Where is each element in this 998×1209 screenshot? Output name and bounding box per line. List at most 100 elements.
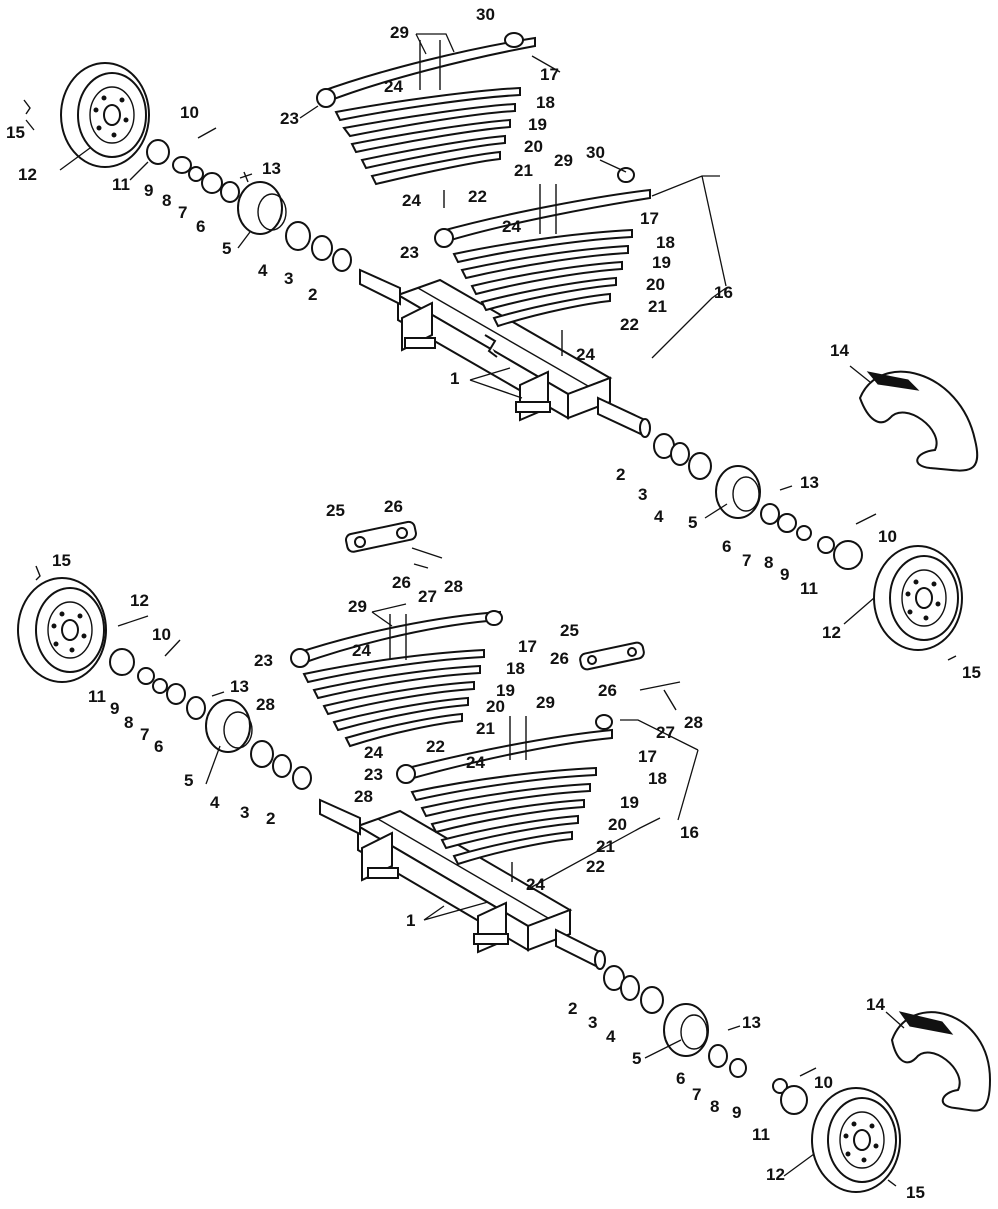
washer-upper-right (796, 525, 812, 541)
callout-26d: 26 (598, 681, 617, 700)
callout-28b: 28 (256, 695, 275, 714)
callout-9: 9 (144, 181, 153, 200)
callout-1: 1 (450, 369, 459, 388)
callout-29c: 29 (348, 597, 367, 616)
callout-10: 10 (180, 103, 199, 122)
hub-upper-right (715, 465, 761, 519)
hub-cap-upper-left (146, 139, 170, 165)
callout-20b: 20 (646, 275, 665, 294)
nut-lower-right (772, 1078, 788, 1094)
seal-upper-right-2 (760, 503, 780, 525)
callout-13b: 13 (800, 473, 819, 492)
seal-inner-upper-left (332, 248, 352, 272)
callout-4: 4 (258, 261, 268, 280)
wheel-rim-upper-left (60, 62, 150, 168)
washer-upper-left (188, 166, 204, 182)
bolts-upper (411, 547, 443, 569)
callout-18d: 18 (648, 769, 667, 788)
tire-section-lower (890, 1011, 992, 1112)
callout-7b: 7 (742, 551, 751, 570)
hub-cap-upper-right (833, 540, 863, 570)
callout-16b: 16 (680, 823, 699, 842)
callout-6d: 6 (676, 1069, 685, 1088)
callout-4d: 4 (606, 1027, 616, 1046)
callout-17b: 17 (640, 209, 659, 228)
inner-bearing-lower-left (272, 754, 292, 778)
stud-lower-right (727, 1025, 741, 1031)
hub-cap-lower-right (780, 1085, 808, 1115)
shackle-lower (579, 641, 645, 671)
callout-30b: 30 (586, 143, 605, 162)
callout-6c: 6 (154, 737, 163, 756)
callout-28d: 28 (354, 787, 373, 806)
hub-lower-right (663, 1003, 709, 1057)
callout-15b: 15 (962, 663, 981, 682)
callout-24f: 24 (364, 743, 383, 762)
callout-6b: 6 (722, 537, 731, 556)
valve-lower-left (35, 565, 41, 581)
hub-cap-lower-left (109, 648, 135, 676)
callout-28: 28 (444, 577, 463, 596)
hub-lower-left (205, 699, 251, 753)
nut-lower-left (137, 667, 155, 685)
callout-13d: 13 (742, 1013, 761, 1032)
stud-upper-left (239, 171, 253, 183)
callout-11b: 11 (800, 579, 818, 598)
cotter-pin-lower-right (799, 1067, 817, 1077)
callout-15c: 15 (52, 551, 71, 570)
seal-upper-left (220, 181, 240, 203)
callout-5: 5 (222, 239, 231, 258)
bearing-lower-right (729, 1058, 747, 1078)
valve-upper-left (23, 99, 31, 115)
callout-24c: 24 (502, 217, 521, 236)
callout-14b: 14 (866, 995, 885, 1014)
seal-lower-left (186, 696, 206, 720)
callouts-lower: 25 26 26 27 28 15 12 10 29 17 23 24 18 2… (52, 497, 925, 1202)
callout-4b: 4 (654, 507, 664, 526)
callout-20: 20 (524, 137, 543, 156)
callout-25: 25 (326, 501, 345, 520)
callouts-upper: 30 29 17 24 18 23 19 20 21 22 24 10 15 1… (6, 5, 981, 682)
callout-2c: 2 (266, 809, 275, 828)
callout-29: 29 (390, 23, 409, 42)
callout-5c: 5 (184, 771, 193, 790)
callout-28c: 28 (684, 713, 703, 732)
cotter-pin-upper-right (855, 513, 877, 525)
callout-11: 11 (112, 175, 130, 194)
callout-9c: 9 (110, 699, 119, 718)
callout-14: 14 (830, 341, 849, 360)
valve-upper-right (947, 655, 957, 661)
callout-29d: 29 (536, 693, 555, 712)
stud-lower-left (211, 691, 225, 697)
callout-23c: 23 (254, 651, 273, 670)
inner-bearing-lower-right (620, 975, 640, 1001)
upper-assembly (23, 32, 979, 661)
leaf-spring-upper-1 (316, 32, 536, 208)
callout-24g: 24 (466, 753, 485, 772)
callout-26c: 26 (550, 649, 569, 668)
callout-7: 7 (178, 203, 187, 222)
callout-11d: 11 (752, 1125, 770, 1144)
valve-lower-right (887, 1179, 897, 1187)
bearing-lower-left (166, 683, 186, 705)
callout-3d: 3 (588, 1013, 597, 1032)
callout-23b: 23 (400, 243, 419, 262)
callout-27b: 27 (656, 723, 675, 742)
bearing-upper-left (201, 172, 223, 194)
leader-lines (25, 33, 905, 1177)
callout-4c: 4 (210, 793, 220, 812)
callout-3: 3 (284, 269, 293, 288)
callout-24: 24 (384, 77, 403, 96)
callout-2d: 2 (568, 999, 577, 1018)
leaf-spring-lower-1 (290, 610, 503, 748)
race-upper-left (285, 221, 311, 251)
cotter-pin-upper-left (197, 127, 217, 139)
axle-beam-lower (319, 798, 606, 970)
nut-upper-right (817, 536, 835, 554)
callout-27: 27 (418, 587, 437, 606)
callout-10c: 10 (152, 625, 171, 644)
callout-9b: 9 (780, 565, 789, 584)
washer-lower-left (152, 678, 168, 694)
inner-bearing-upper-right (670, 442, 690, 466)
